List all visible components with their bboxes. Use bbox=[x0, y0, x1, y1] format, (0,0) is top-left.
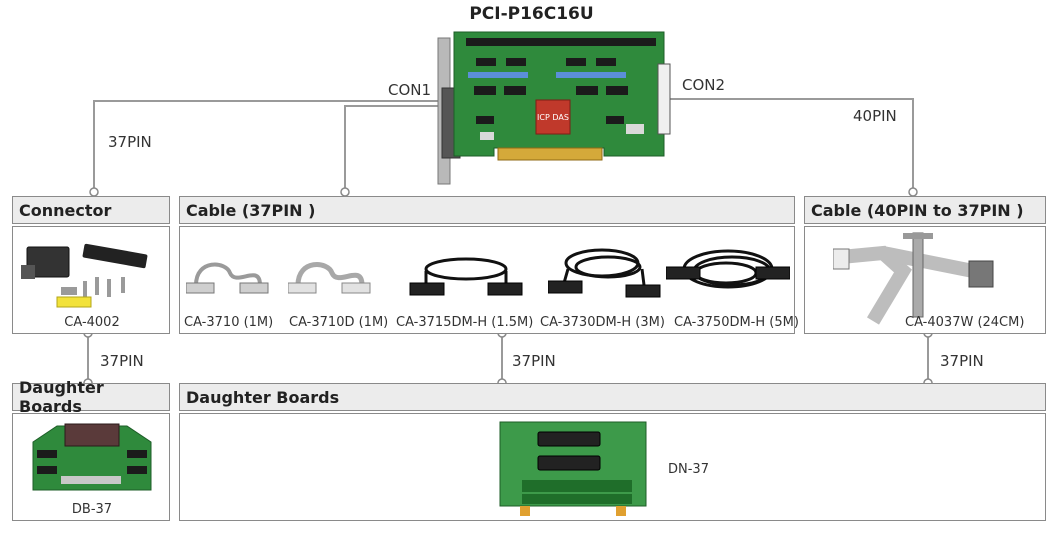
pci-board-image: ICP DAS bbox=[437, 31, 671, 185]
cable40-box: CA-4037W (24CM) bbox=[804, 226, 1046, 334]
ca-4037w-image bbox=[833, 232, 994, 325]
ca-3730dm-h-image bbox=[548, 248, 661, 298]
chip-label: ICP DAS bbox=[537, 113, 569, 122]
connector-box: CA-4002 bbox=[12, 226, 170, 334]
cable37-box: CA-3710 (1M) CA-3710D (1M) CA-3715DM-H (… bbox=[179, 226, 799, 334]
daughter-main-header: Daughter Boards bbox=[179, 383, 1046, 411]
item-caption: DB-37 bbox=[71, 502, 113, 517]
pin-label-right-mid: 37PIN bbox=[940, 352, 984, 370]
item-caption: CA-4037W (24CM) bbox=[905, 315, 1025, 330]
page-title: PCI-P16C16U bbox=[469, 4, 594, 24]
db-37-image bbox=[32, 423, 152, 491]
connector-header: Connector bbox=[12, 196, 170, 224]
ca-4002-image bbox=[21, 243, 148, 308]
item-caption: CA-3710 (1M) bbox=[184, 315, 274, 330]
con2-label: CON2 bbox=[682, 76, 726, 94]
item-caption: CA-3710D (1M) bbox=[289, 315, 389, 330]
daughter-left-header: Daughter Boards bbox=[12, 378, 170, 416]
item-caption: CA-3730DM-H (3M) bbox=[540, 315, 665, 330]
daughter-main-box: DN-37 bbox=[179, 413, 1046, 521]
ca-3710d-image bbox=[288, 262, 371, 294]
item-caption: CA-3715DM-H (1.5M) bbox=[396, 315, 534, 330]
ca-3715dm-h-image bbox=[409, 257, 523, 296]
item-caption: DN-37 bbox=[668, 462, 709, 477]
pin-label-left-mid: 37PIN bbox=[100, 352, 144, 370]
daughter-left-box: DB-37 bbox=[12, 413, 170, 521]
item-caption: CA-3750DM-H (5M) bbox=[674, 315, 799, 330]
dn-37-image bbox=[499, 421, 647, 516]
cable40-header: Cable (40PIN to 37PIN ) bbox=[804, 196, 1046, 224]
cable37-header: Cable (37PIN ) bbox=[179, 196, 795, 224]
pin-label-right-top: 40PIN bbox=[853, 107, 897, 125]
pin-label-center-mid: 37PIN bbox=[512, 352, 556, 370]
ca-3750dm-h-image bbox=[666, 249, 790, 289]
con1-label: CON1 bbox=[388, 81, 432, 99]
item-caption: CA-4002 bbox=[64, 315, 120, 330]
ca-3710-image bbox=[186, 262, 269, 294]
pin-label-left-top: 37PIN bbox=[108, 133, 152, 151]
